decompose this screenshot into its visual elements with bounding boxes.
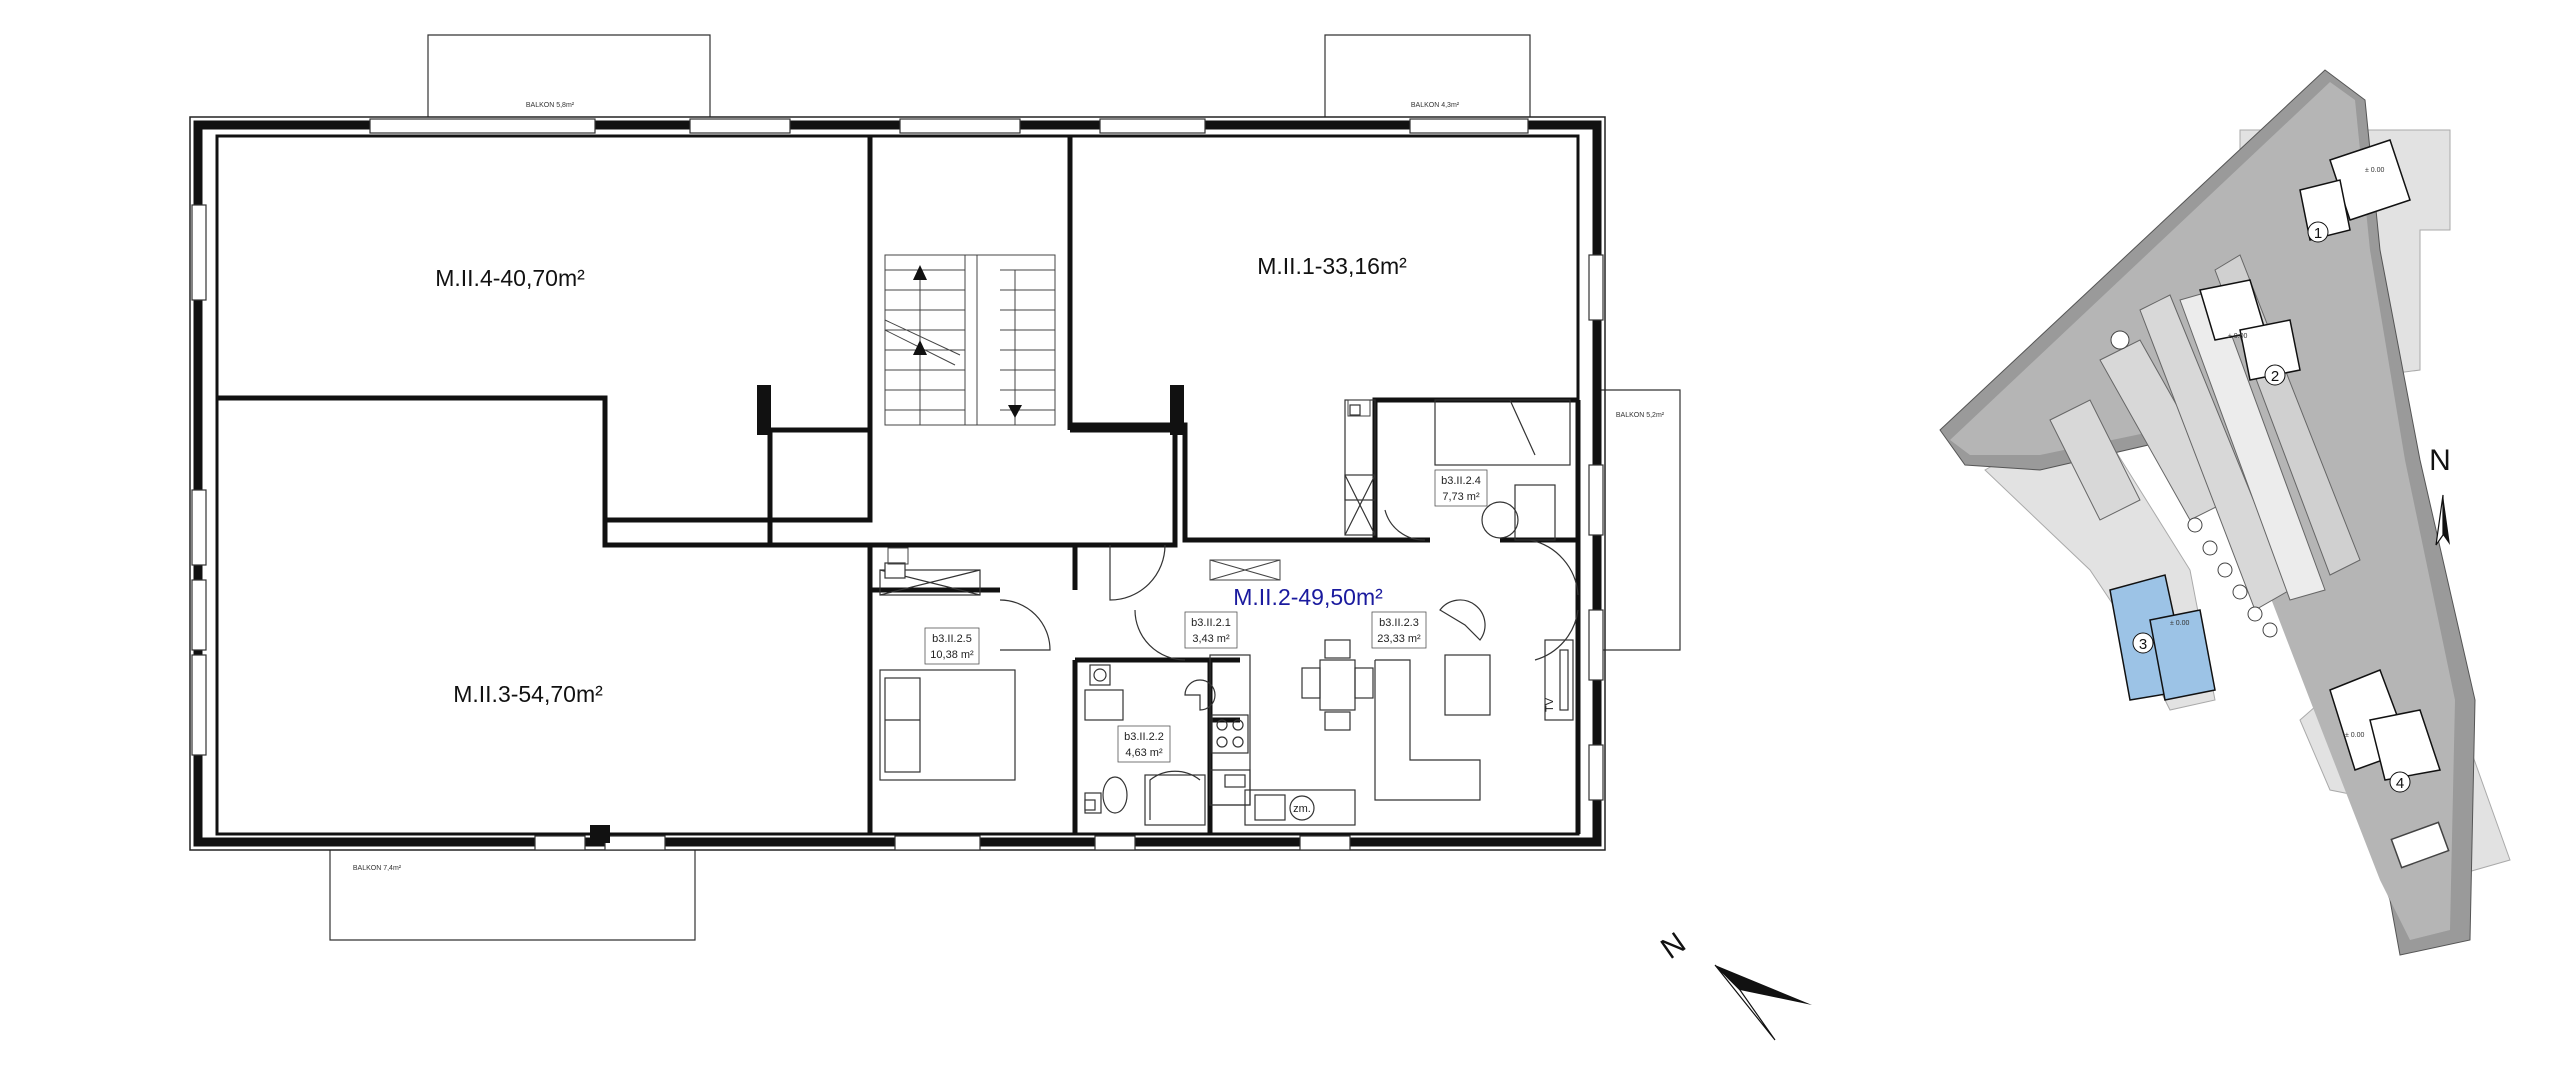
svg-text:b3.II.2.3: b3.II.2.3 — [1379, 617, 1419, 629]
svg-text:7,73 m²: 7,73 m² — [1442, 491, 1480, 503]
site-number-3 — [2132, 632, 2154, 654]
parking-circles — [2110, 330, 2278, 638]
pillars — [590, 385, 1184, 843]
room-tag-23: b3.II.2.3 23,33 m² — [1371, 611, 1427, 649]
room-tag-21: b3.II.2.1 3,43 m² — [1184, 611, 1238, 649]
svg-text:10,38 m²: 10,38 m² — [930, 649, 974, 661]
site-elevation-4: ± 0.00 — [2345, 732, 2365, 739]
balcony-top-right — [1324, 34, 1531, 117]
corridor-hatch — [887, 399, 1371, 581]
site-elevation-2: ± 0.00 — [2228, 333, 2248, 340]
site-plan: 1 2 3 4 ± 0.00 ± 0.00 ± 0.00 ± 0.00 — [1939, 69, 2511, 956]
site-building-2 — [2199, 279, 2301, 381]
balcony-label-top-left: BALKON 5,8m² — [526, 102, 575, 109]
svg-text:b3.II.2.4: b3.II.2.4 — [1441, 475, 1481, 487]
site-elevation-3: ± 0.00 — [2170, 620, 2190, 627]
svg-text:b3.II.2.5: b3.II.2.5 — [932, 633, 972, 645]
svg-text:23,33 m²: 23,33 m² — [1377, 633, 1421, 645]
armchair — [1439, 599, 1486, 641]
room-tag-25: b3.II.2.5 10,38 m² — [924, 627, 980, 665]
balcony-top-left — [427, 34, 711, 117]
balcony-label-bottom: BALKON 7,4m² — [353, 865, 402, 872]
site-building-4 — [2329, 669, 2441, 781]
site-number-4-text: 4 — [2396, 775, 2404, 792]
site-number-2 — [2264, 364, 2286, 386]
site-number-3-text: 3 — [2139, 636, 2147, 653]
apartment-label-m4: M.II.4-40,70m² — [435, 265, 585, 291]
interior-walls — [217, 136, 1581, 834]
sofa — [1374, 659, 1481, 801]
room-tag-22: b3.II.2.2 4,63 m² — [1117, 725, 1171, 763]
apartment-label-m2: M.II.2-49,50m² — [1233, 584, 1383, 610]
site-number-2-text: 2 — [2271, 368, 2279, 385]
site-number-1-text: 1 — [2314, 225, 2322, 242]
stair-arrows — [913, 265, 1022, 418]
site-number-1 — [2307, 221, 2329, 243]
room-tag-24: b3.II.2.4 7,73 m² — [1434, 469, 1488, 507]
balcony-label-top-right: BALKON 4,3m² — [1411, 102, 1460, 109]
kitchen — [1209, 654, 1356, 826]
balcony-bottom — [329, 850, 696, 941]
site-compass-icon: N — [2429, 444, 2451, 546]
site-elevation-1: ± 0.00 — [2365, 167, 2385, 174]
site-number-4 — [2389, 771, 2411, 793]
svg-text:N: N — [2429, 444, 2451, 477]
tv-unit — [1544, 639, 1574, 721]
bathroom-fixtures — [1084, 664, 1216, 826]
balcony-right — [1600, 389, 1681, 651]
apartment-label-m1: M.II.1-33,16m² — [1257, 253, 1407, 279]
staircase — [884, 254, 1056, 426]
dining-set — [1301, 639, 1491, 731]
bed-25 — [879, 562, 1016, 781]
svg-text:b3.II.2.1: b3.II.2.1 — [1191, 617, 1231, 629]
windows — [191, 118, 1604, 851]
balcony-label-right: BALKON 5,2m² — [1616, 412, 1665, 419]
svg-text:4,63 m²: 4,63 m² — [1125, 747, 1163, 759]
svg-text:b3.II.2.2: b3.II.2.2 — [1124, 731, 1164, 743]
doors — [999, 509, 1579, 661]
zm-label: zm. — [1293, 803, 1311, 815]
apartment-label-m3: M.II.3-54,70m² — [453, 681, 603, 707]
svg-text:3,43 m²: 3,43 m² — [1192, 633, 1230, 645]
tv-label: TV — [1544, 697, 1556, 712]
